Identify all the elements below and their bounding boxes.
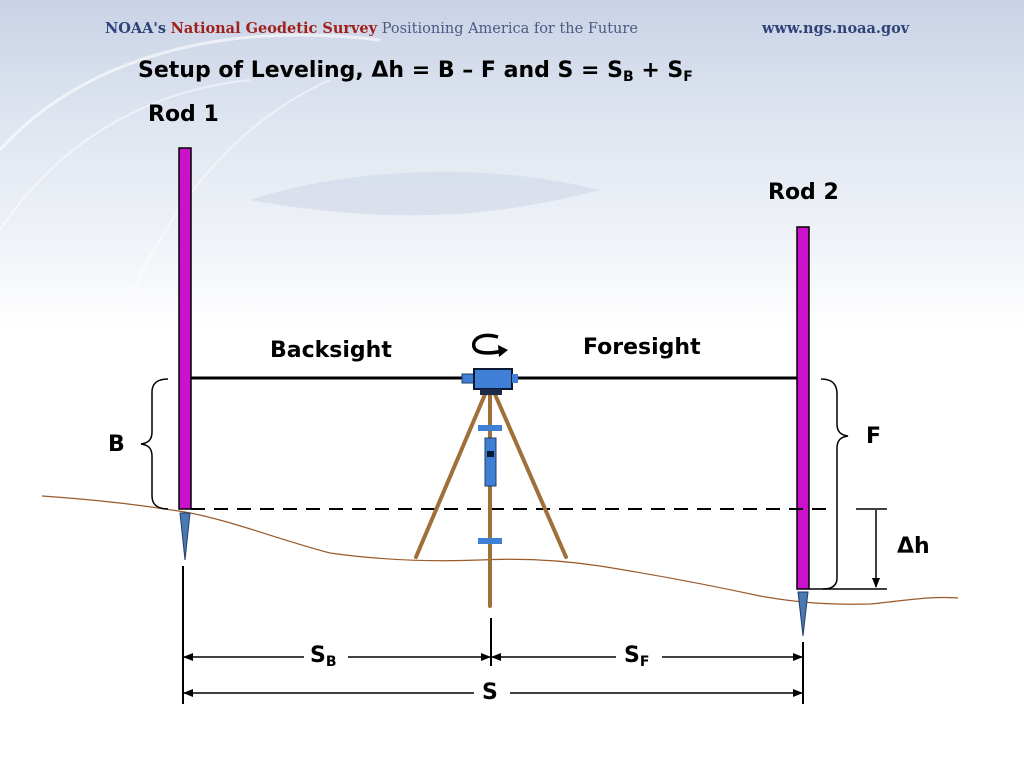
header-survey-name: National Geodetic Survey xyxy=(170,20,378,37)
header-org: NOAA's xyxy=(105,20,166,37)
sb-label: SB xyxy=(310,643,337,670)
title-sub-b: B xyxy=(622,69,634,85)
rotation-arrow-icon xyxy=(471,333,508,357)
title-mid: + S xyxy=(633,58,684,83)
f-label: F xyxy=(866,424,882,449)
rod-2-spike xyxy=(797,591,809,637)
rod-2-label: Rod 2 xyxy=(768,180,839,205)
brace-b xyxy=(140,378,169,510)
foresight-label: Foresight xyxy=(583,335,701,360)
header-banner: NOAA's National Geodetic Survey Position… xyxy=(0,0,1024,58)
s-total-label: S xyxy=(482,680,498,705)
rod-1-label: Rod 1 xyxy=(148,102,219,127)
header-website[interactable]: www.ngs.noaa.gov xyxy=(762,20,910,37)
rod-1 xyxy=(178,147,192,510)
header-brand: NOAA's National Geodetic Survey Position… xyxy=(105,20,638,37)
b-label: B xyxy=(108,432,125,457)
tripod-clamps xyxy=(478,425,502,544)
backsight-label: Backsight xyxy=(270,338,392,363)
sb-label-base: S xyxy=(310,643,326,668)
rod-1-spike xyxy=(179,512,191,561)
slide-title: Setup of Leveling, Δh = B – F and S = SB… xyxy=(138,58,693,85)
sb-label-sub: B xyxy=(325,654,337,670)
header-tagline: Positioning America for the Future xyxy=(381,21,638,37)
rod-2 xyxy=(796,226,810,590)
tripod xyxy=(414,390,568,608)
sf-label-base: S xyxy=(624,643,640,668)
sf-label: SF xyxy=(624,643,649,670)
sf-label-sub: F xyxy=(639,654,650,670)
delta-h-label: Δh xyxy=(897,534,930,559)
level-instrument xyxy=(461,368,518,395)
title-sub-f: F xyxy=(683,69,693,85)
title-prefix: Setup of Leveling, Δh = B – F and S = S xyxy=(138,58,623,83)
brace-f xyxy=(820,378,849,590)
ground-profile xyxy=(41,495,959,605)
